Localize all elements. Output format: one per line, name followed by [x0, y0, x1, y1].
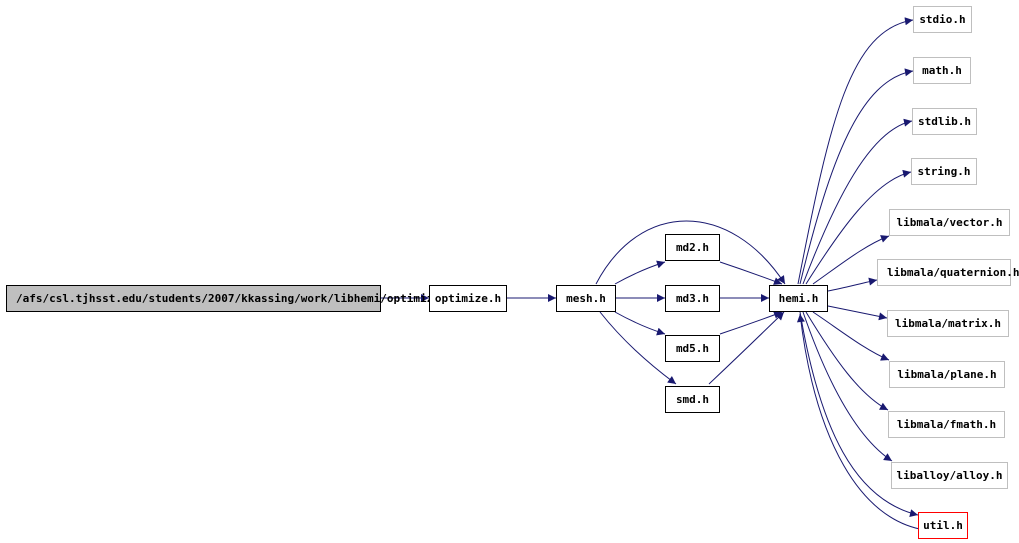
libmala-plane-h-node: libmala/plane.h: [889, 361, 1005, 388]
optimize-h-node[interactable]: optimize.h: [429, 285, 507, 312]
edge-hemi-fmath: [805, 311, 889, 411]
mesh-h-node[interactable]: mesh.h: [556, 285, 616, 312]
md2-h-node[interactable]: md2.h: [665, 234, 720, 261]
edge-hemi-string: [805, 169, 912, 285]
edge-smd-hemi: [708, 311, 785, 385]
string-h-node: string.h: [911, 158, 977, 185]
edge-hemi-plane: [812, 311, 890, 361]
edge-hemi-alloy: [802, 311, 893, 462]
edge-mesh-smd: [599, 311, 677, 385]
smd-h-node[interactable]: smd.h: [665, 386, 720, 413]
util-h-node[interactable]: util.h: [918, 512, 968, 539]
libmala-matrix-h-node: libmala/matrix.h: [887, 310, 1009, 337]
hemi-h-node[interactable]: hemi.h: [769, 285, 828, 312]
root-file-node[interactable]: /afs/csl.tjhsst.edu/students/2007/kkassi…: [6, 285, 453, 312]
math-h-node: math.h: [913, 57, 971, 84]
edge-mesh-md5: [614, 311, 666, 336]
edge-mesh-hemi: [595, 220, 786, 285]
edge-hemi-matrix: [827, 305, 888, 321]
edge-mesh-md2: [614, 260, 666, 285]
edge-hemi-vector: [812, 235, 890, 285]
edge-hemi-math: [799, 68, 914, 285]
md5-h-node[interactable]: md5.h: [665, 335, 720, 362]
md3-h-node[interactable]: md3.h: [665, 285, 720, 312]
edge-hemi-util-a: [799, 311, 919, 518]
liballoy-alloy-h-node: liballoy/alloy.h: [891, 462, 1008, 489]
libmala-fmath-h-node: libmala/fmath.h: [888, 411, 1005, 438]
edge-hemi-quaternion: [827, 277, 878, 292]
edge-hemi-stdio: [797, 17, 914, 285]
stdio-h-node: stdio.h: [913, 6, 972, 33]
edge-hemi-stdlib: [802, 118, 913, 285]
edge-hemi-util-b: [796, 313, 926, 531]
libmala-vector-h-node: libmala/vector.h: [889, 209, 1010, 236]
edge-md2-hemi: [719, 261, 783, 285]
stdlib-h-node: stdlib.h: [912, 108, 977, 135]
libmala-quaternion-h-node: libmala/quaternion.h: [877, 259, 1019, 286]
